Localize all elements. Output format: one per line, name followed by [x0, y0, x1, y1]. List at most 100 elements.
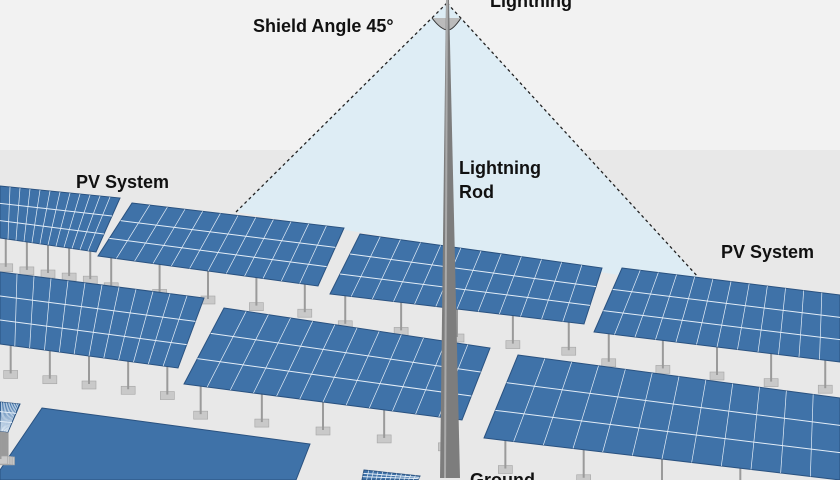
- panel-cell-line: [819, 292, 823, 360]
- panel-row-line: [363, 472, 420, 478]
- panel-cell-line: [572, 365, 599, 449]
- panel-cell-line: [55, 192, 71, 247]
- pv-system-right-label: PV System: [721, 242, 815, 262]
- panel-cell-line: [118, 289, 137, 361]
- panel-cell-line: [322, 327, 358, 403]
- panel-cell-line: [23, 188, 31, 242]
- panel-cell-line: [415, 341, 446, 415]
- pv-arrays: [0, 185, 840, 480]
- lightning-rod-label: Lightning Rod: [459, 158, 541, 202]
- panel-cell-line: [299, 225, 327, 284]
- panel-row-line: [0, 202, 113, 217]
- panel-cell-line: [675, 276, 696, 343]
- panel-cell-line: [281, 223, 309, 282]
- panel-row-line: [197, 358, 472, 397]
- panel-cell-line: [152, 209, 186, 264]
- panel-cell-line: [389, 472, 393, 480]
- panel-cell-line: [253, 317, 291, 394]
- panel-cell-line: [44, 278, 52, 351]
- panel-cell-line: [366, 470, 370, 480]
- pv-array: [0, 401, 21, 466]
- panel-cell-line: [716, 281, 732, 348]
- panel-cell-line: [162, 295, 188, 367]
- panel-cell-line: [403, 474, 407, 480]
- panel-cell-line: [116, 204, 150, 259]
- panel-cell-line: [63, 193, 81, 248]
- panel-cell-line: [262, 221, 292, 279]
- panel-cell-line: [133, 291, 154, 363]
- panel-cell-line: [655, 274, 677, 340]
- panel-cell-line: [661, 376, 680, 460]
- panel-cell-line: [1, 402, 6, 432]
- panel-cell-line: [541, 262, 562, 320]
- panel-cell-line: [499, 256, 522, 315]
- lightning-rod-highlight: [444, 0, 448, 479]
- panel-cell-line: [5, 403, 16, 432]
- panel-cell-line: [147, 293, 171, 365]
- panel-cell-line: [2, 402, 8, 432]
- panel-cell-line: [58, 280, 69, 353]
- panel-cell-line: [380, 471, 384, 480]
- pv-array: [483, 354, 840, 480]
- panel-cell-line: [7, 403, 19, 433]
- panel-cell-line: [350, 236, 381, 297]
- panel-row-line: [349, 253, 597, 288]
- protection-zone: [236, 3, 710, 290]
- panel-cell-line: [720, 383, 734, 467]
- panel-cell-line: [369, 334, 402, 409]
- panel-cell-line: [6, 403, 17, 432]
- panel-cell-line: [543, 362, 572, 446]
- panel-row-line: [210, 332, 481, 373]
- panel-cell-line: [79, 195, 101, 250]
- panel-cell-line: [520, 259, 542, 317]
- panel-cell-line: [206, 311, 247, 388]
- panel-cell-line: [2, 402, 9, 432]
- panel-cell-line: [15, 187, 21, 241]
- panel-cell-line: [189, 213, 221, 269]
- panel-cell-line: [691, 380, 707, 463]
- cone-edge-left: [235, 2, 448, 213]
- panel-cell-line: [602, 369, 626, 453]
- panel-row-line: [339, 273, 591, 306]
- panel-cell-line: [737, 283, 750, 350]
- panel-cell-line: [384, 472, 388, 480]
- panel-cell-line: [750, 387, 760, 470]
- panel-row-line: [0, 411, 17, 414]
- panel-cell-line: [778, 288, 786, 355]
- panel-cell-line: [408, 474, 411, 480]
- panel-cell-line: [513, 358, 546, 442]
- panel-cell-line: [456, 250, 482, 310]
- panel-cell-line: [207, 215, 239, 272]
- panel-cell-line: [393, 242, 421, 302]
- panel-cell-line: [375, 471, 379, 480]
- panel-cell-line: [171, 211, 203, 267]
- pv-array: [361, 469, 421, 480]
- panel-cell-line: [809, 394, 814, 477]
- panel-row-line: [109, 237, 327, 268]
- panel-cell-line: [696, 279, 714, 345]
- pv-array: [593, 267, 840, 394]
- panel-cell-line: [31, 189, 41, 243]
- cone-edge-right: [446, 2, 711, 291]
- panel-cell-line: [103, 287, 120, 359]
- panel-row-line: [495, 409, 840, 454]
- panel-cell-line: [14, 274, 18, 347]
- panel-cell-line: [370, 470, 374, 480]
- panel-cell-line: [71, 194, 91, 249]
- panel-cell-line: [631, 372, 653, 456]
- panel-cell-line: [244, 219, 274, 277]
- panel-cell-line: [392, 337, 424, 412]
- panel-cell-line: [39, 190, 51, 244]
- panel-cell-line: [757, 285, 768, 353]
- panel-cell-line: [226, 217, 256, 274]
- panel-row-line: [0, 220, 105, 235]
- pv-array: [97, 202, 345, 318]
- panel-cell-line: [87, 196, 111, 251]
- panel-cell-line: [798, 290, 805, 358]
- panel-cell-line: [73, 282, 86, 355]
- pv-system-left-label: PV System: [76, 172, 170, 192]
- panel-row-line: [120, 220, 336, 248]
- panel-cell-line: [634, 272, 659, 338]
